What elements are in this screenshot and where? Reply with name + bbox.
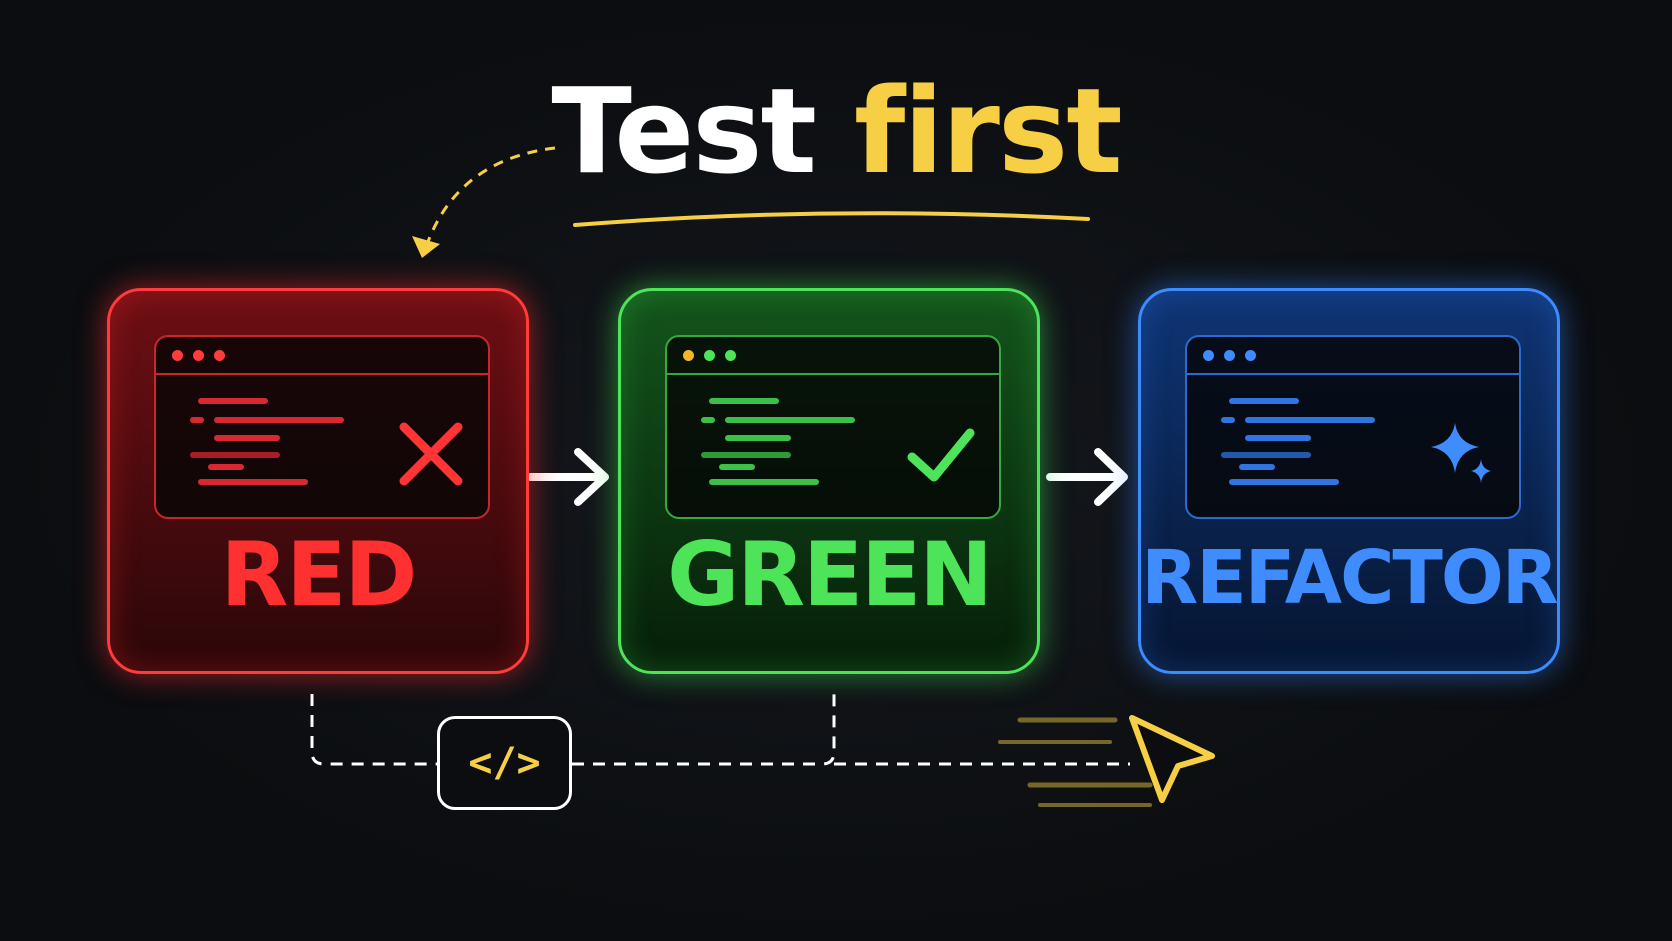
code-line bbox=[1221, 417, 1235, 423]
code-line bbox=[1229, 398, 1299, 404]
window-titlebar bbox=[667, 337, 999, 375]
code-line bbox=[190, 417, 204, 423]
title-test: Test bbox=[551, 62, 816, 200]
loop-arrowhead bbox=[412, 236, 440, 258]
check-icon bbox=[907, 428, 975, 482]
code-line bbox=[214, 435, 280, 441]
window-dot bbox=[1245, 349, 1256, 361]
dashed-path-left bbox=[310, 694, 437, 766]
code-window bbox=[665, 335, 1001, 519]
code-line bbox=[725, 435, 791, 441]
card-green: GREEN bbox=[618, 288, 1040, 674]
code-line bbox=[214, 417, 344, 423]
window-dot bbox=[704, 349, 715, 361]
card-red: RED bbox=[107, 288, 529, 674]
code-line bbox=[725, 417, 855, 423]
window-dot bbox=[172, 349, 183, 361]
code-line bbox=[719, 464, 755, 470]
code-line bbox=[190, 452, 280, 458]
code-line bbox=[701, 417, 715, 423]
window-dot bbox=[214, 349, 225, 361]
window-dot bbox=[193, 349, 204, 361]
loop-back-arrow bbox=[423, 146, 556, 251]
code-line bbox=[1239, 464, 1275, 470]
code-icon: </> bbox=[437, 716, 572, 810]
window-dot bbox=[1224, 349, 1235, 361]
title-first: first bbox=[853, 62, 1123, 200]
window-titlebar bbox=[156, 337, 488, 375]
code-line bbox=[1229, 479, 1339, 485]
sparkle-icon bbox=[1431, 423, 1491, 483]
code-window bbox=[1185, 335, 1521, 519]
card-label: GREEN bbox=[667, 523, 993, 626]
card-label: REFACTOR bbox=[1141, 535, 1559, 621]
code-line bbox=[198, 398, 268, 404]
card-label: RED bbox=[220, 523, 418, 626]
arrow-green-to-refactor bbox=[1046, 448, 1128, 506]
arrow-red-to-green bbox=[526, 448, 609, 506]
window-dot bbox=[1203, 349, 1214, 361]
window-dot bbox=[683, 349, 694, 361]
motion-streaks bbox=[998, 717, 1153, 807]
code-line bbox=[1245, 417, 1375, 423]
code-line bbox=[208, 464, 244, 470]
code-line bbox=[709, 398, 779, 404]
x-icon bbox=[399, 422, 463, 486]
code-line bbox=[1245, 435, 1311, 441]
code-window bbox=[154, 335, 490, 519]
card-refactor: REFACTOR bbox=[1138, 288, 1560, 674]
cursor-icon bbox=[1129, 715, 1215, 803]
code-line bbox=[198, 479, 308, 485]
code-icon-label: </> bbox=[468, 740, 541, 786]
title-underline bbox=[573, 211, 1090, 227]
page-title: Test first bbox=[0, 62, 1672, 200]
code-line bbox=[1221, 452, 1311, 458]
window-titlebar bbox=[1187, 337, 1519, 375]
code-line bbox=[709, 479, 819, 485]
dashed-path-right bbox=[572, 694, 1130, 766]
window-dot bbox=[725, 349, 736, 361]
code-line bbox=[701, 452, 791, 458]
